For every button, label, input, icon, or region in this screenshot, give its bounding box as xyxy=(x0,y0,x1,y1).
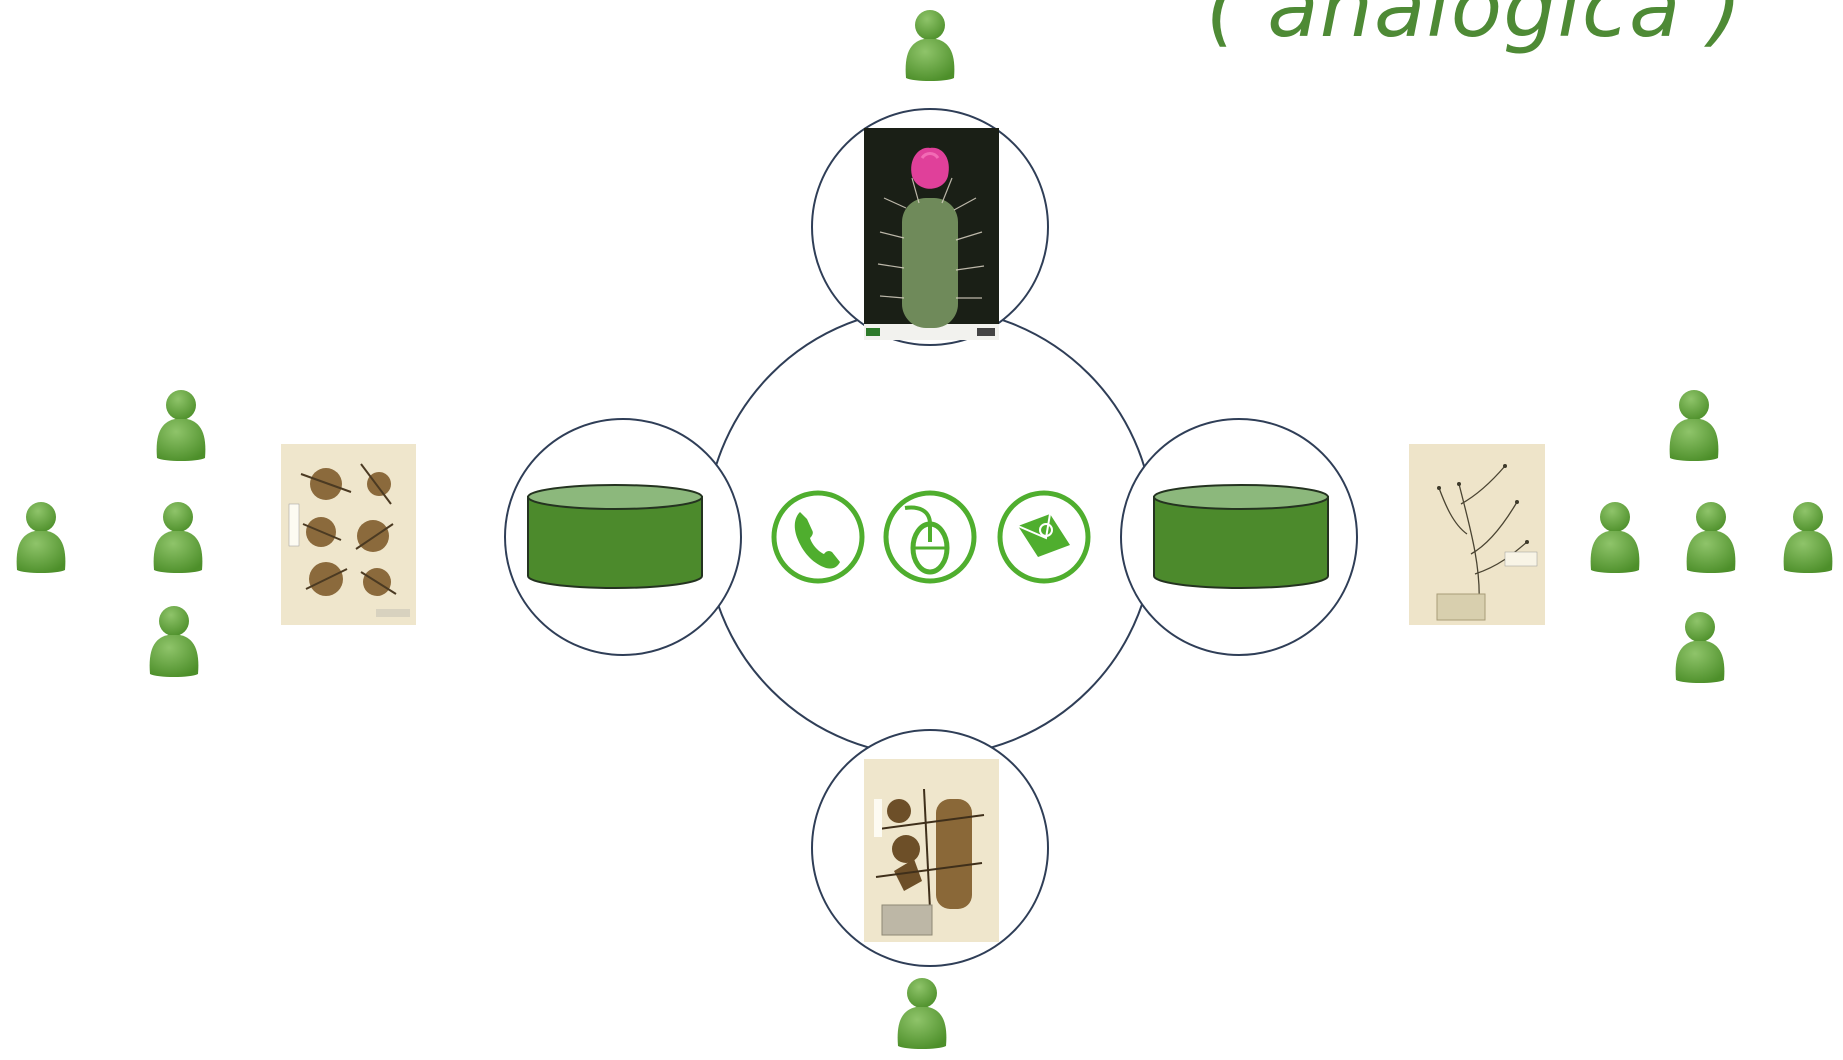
bottom-herbarium-sheet xyxy=(864,759,999,942)
right-herbarium-sheet xyxy=(1409,444,1545,625)
left-herbarium-sheet xyxy=(281,444,416,625)
left-database xyxy=(528,485,702,588)
email-icon xyxy=(1000,493,1088,581)
right-group xyxy=(1591,390,1833,683)
left-group xyxy=(17,390,206,677)
mouse-icon xyxy=(886,493,974,581)
right-database xyxy=(1154,485,1328,588)
phone-icon xyxy=(774,493,862,581)
cactus-flower-photo xyxy=(864,128,999,340)
bottom-person xyxy=(898,978,947,1049)
top-person xyxy=(906,10,955,81)
